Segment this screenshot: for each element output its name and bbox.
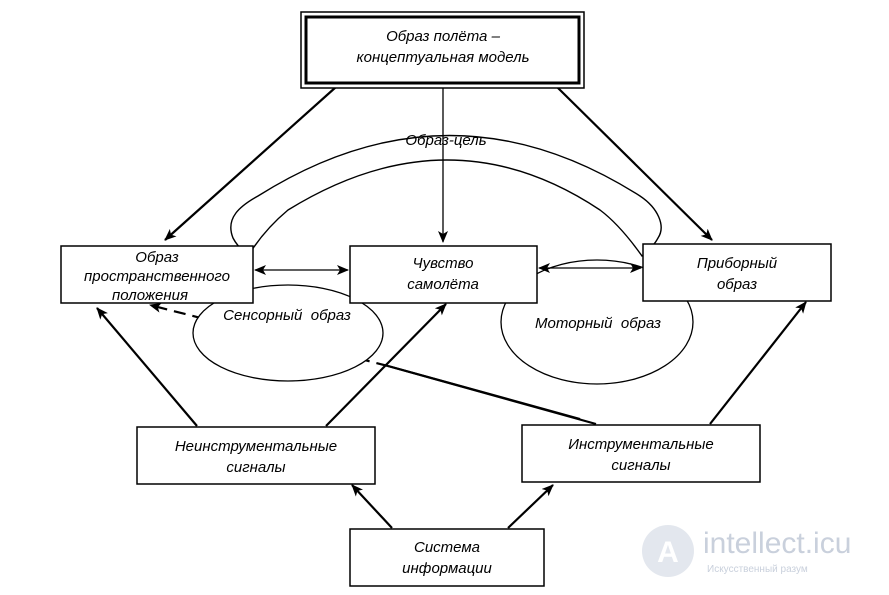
spatial-image-label-1: Образ — [135, 249, 178, 266]
instrument-image-label-2: образ — [717, 276, 757, 293]
instrument-signals-box — [521, 424, 761, 483]
sensory-image-label: Сенсорный образ — [223, 307, 351, 324]
instrument-image-box — [642, 243, 832, 302]
arrow-non-instrument-to-spatial — [96, 307, 198, 427]
spatial-image-box — [60, 245, 254, 304]
flight-image-label-2: концептуальная модель — [357, 49, 530, 66]
arrow-system-to-non-instrument — [351, 484, 393, 529]
non-instrument-signals-box — [136, 426, 376, 485]
non-instrument-signals-label-2: сигналы — [226, 459, 285, 476]
aircraft-feel-box — [349, 245, 538, 304]
watermark-tagline: Искусственный разум — [707, 564, 808, 575]
watermark-logo-letter: A — [657, 536, 679, 569]
arrow-instrument-signals-to-instrument-image — [709, 301, 807, 425]
flight-image-label-1: Образ полёта – — [386, 28, 501, 45]
spatial-image-label-2: пространственного — [84, 268, 230, 285]
goal-image-arc — [230, 134, 662, 258]
aircraft-feel-label-1: Чувство — [413, 255, 474, 272]
info-system-label-1: Система — [414, 539, 480, 556]
line-over-ellipse — [387, 364, 581, 421]
motor-image-label: Моторный образ — [535, 315, 661, 332]
watermark-brand: intellect.icu — [703, 527, 851, 560]
arrow-system-to-instrument-signals — [507, 484, 554, 529]
aircraft-feel-label-2: самолёта — [407, 276, 479, 293]
flight-image-box-inner — [304, 15, 581, 85]
info-system-box — [349, 528, 545, 587]
spatial-image-label-3: положения — [112, 287, 188, 304]
non-instrument-signals-label-1: Неинструментальные — [175, 438, 337, 455]
arrow-flight-to-spatial — [164, 86, 337, 241]
instrument-image-label-1: Приборный — [697, 255, 778, 272]
watermark-logo-icon — [642, 525, 694, 577]
goal-image-label: Образ-цель — [405, 132, 486, 149]
arrow-flight-to-instrument-image — [556, 86, 713, 241]
instrument-signals-label-2: сигналы — [611, 457, 670, 474]
info-system-label-2: информации — [402, 560, 492, 577]
sensory-image-ellipse — [192, 284, 384, 382]
instrument-signals-label-1: Инструментальные — [568, 436, 714, 453]
watermark: A intellect.icu Искусственный разум — [642, 525, 851, 577]
